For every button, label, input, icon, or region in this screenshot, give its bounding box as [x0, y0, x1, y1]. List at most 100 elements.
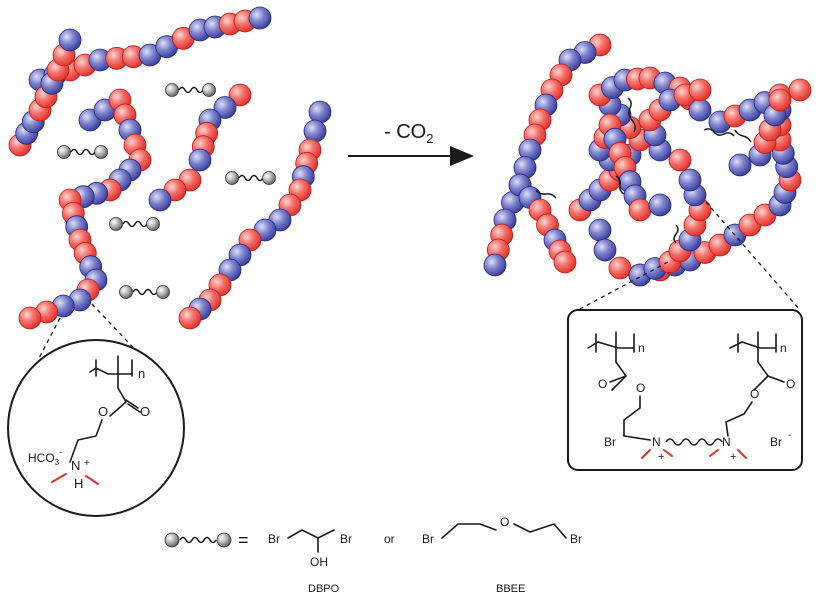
polymer-chain-left-3 — [148, 83, 252, 212]
blue-bead — [188, 148, 212, 172]
right-ester-oxygen: O — [750, 387, 759, 401]
blue-bead — [768, 88, 792, 112]
polymer-chain-right-7 — [728, 88, 792, 177]
crosslinker-wiggle — [132, 288, 158, 296]
crosslinker-bead — [165, 83, 179, 97]
right-zoom-box: n O O N + Br - n O O N + Br - — [567, 309, 803, 471]
right-carbonyl-oxygen: O — [786, 377, 795, 391]
blue-bead — [18, 306, 42, 330]
right-ammonium-charge: + — [730, 451, 736, 463]
polymer-chain-right-1 — [508, 173, 577, 274]
network-crosslink-2 — [535, 189, 557, 199]
reaction-arrow: - CO2 — [348, 121, 474, 166]
repeat-n-label: n — [138, 366, 145, 381]
red-bead — [248, 6, 272, 30]
zoom-line-right-a — [577, 261, 669, 311]
free-crosslinker-2 — [225, 171, 276, 185]
red-bead — [148, 188, 172, 212]
dbpo-oh: OH — [310, 555, 328, 569]
dbpo-br-1: Br — [268, 532, 280, 546]
red-bead — [228, 83, 252, 107]
left-bromide: Br — [604, 435, 616, 449]
crosslinker-bead — [109, 217, 123, 231]
dbpo-label: DBPO — [308, 583, 340, 595]
left-ammonium-nitrogen: N — [652, 435, 661, 449]
polymer-chain-right-0 — [483, 33, 612, 277]
left-bromide-charge: - — [622, 430, 625, 441]
zoom-line-left-b — [91, 303, 163, 379]
dbpo-br-2: Br — [340, 532, 352, 546]
legend-equals: = — [238, 530, 249, 550]
red-bead — [688, 78, 712, 102]
polymer-chains — [8, 6, 812, 330]
crosslink-wiggle — [665, 438, 723, 446]
blue-bead — [178, 306, 202, 330]
right-bromide: Br — [770, 435, 782, 449]
network-crosslink-1 — [703, 128, 735, 137]
right-ammonium-nitrogen: N — [722, 435, 731, 449]
crosslinker-wiggle — [178, 86, 204, 94]
amine-nitrogen: N — [71, 458, 80, 473]
crosslinker-bead — [225, 171, 239, 185]
polymer-chain-left-4 — [178, 100, 332, 330]
blue-bead — [593, 238, 617, 262]
repeat-n-left: n — [638, 341, 645, 355]
network-crosslink-5 — [734, 129, 752, 143]
red-bead — [728, 153, 752, 177]
free-crosslinker-0 — [165, 83, 216, 97]
red-bead — [588, 218, 612, 242]
crosslinker-bead — [262, 171, 276, 185]
amine-charge: + — [84, 458, 90, 469]
network-crosslinks — [535, 97, 752, 244]
crosslinker-legend: = Br OH Br DBPO or Br O Br BBEE — [164, 515, 582, 595]
blue-bead — [213, 96, 237, 119]
network-crosslink-3 — [615, 175, 625, 195]
ester-oxygen: O — [98, 404, 108, 419]
bbee-label: BBEE — [496, 583, 525, 595]
repeat-n-right: n — [780, 341, 787, 355]
crosslinker-bead — [119, 285, 133, 299]
crosslinker-wiggle — [122, 220, 148, 228]
left-carbonyl-oxygen: O — [598, 377, 607, 391]
bbee-br-1: Br — [422, 532, 434, 546]
polymer-chain-right-6 — [588, 113, 672, 222]
crosslinker-bead — [146, 217, 160, 231]
red-bead — [678, 168, 702, 192]
bbee-oxygen: O — [500, 515, 509, 529]
legend-wiggle — [179, 536, 217, 544]
legend-bead-left — [164, 532, 180, 548]
legend-or: or — [384, 532, 395, 546]
blue-bead — [303, 119, 327, 143]
polymer-chain-left-2 — [18, 88, 152, 330]
arrow-label: - CO2 — [384, 121, 433, 146]
polymer-chain-right-5 — [628, 78, 712, 287]
left-ammonium-charge: + — [658, 451, 664, 463]
red-bead — [58, 28, 82, 52]
crosslinker-wiggle — [70, 148, 96, 156]
crosslinker-bead — [94, 145, 108, 159]
crosslinker-bead — [156, 285, 170, 299]
blue-bead — [648, 193, 672, 217]
red-bead — [608, 256, 632, 280]
free-crosslinker-1 — [57, 145, 108, 159]
blue-bead — [483, 253, 507, 277]
red-bead — [628, 198, 652, 222]
free-crosslinkers — [57, 83, 276, 299]
counterion: HCO3- — [28, 447, 62, 467]
red-bead — [553, 250, 577, 274]
free-crosslinker-4 — [119, 285, 170, 299]
left-zoom-circle: n O O N + H HCO3- — [7, 339, 185, 517]
left-ester-oxygen: O — [636, 381, 645, 395]
right-bromide-charge: - — [788, 430, 791, 441]
blue-bead — [668, 148, 692, 172]
amine-hydrogen: H — [74, 476, 83, 491]
carbonyl-oxygen: O — [140, 404, 150, 419]
polymer-chain-left-1 — [8, 28, 82, 157]
legend-bead-right — [216, 532, 232, 548]
red-bead — [788, 78, 812, 102]
crosslinker-bead — [57, 145, 71, 159]
crosslinker-wiggle — [238, 174, 264, 182]
polymer-chain-right-2 — [568, 66, 812, 222]
red-bead — [308, 100, 332, 124]
